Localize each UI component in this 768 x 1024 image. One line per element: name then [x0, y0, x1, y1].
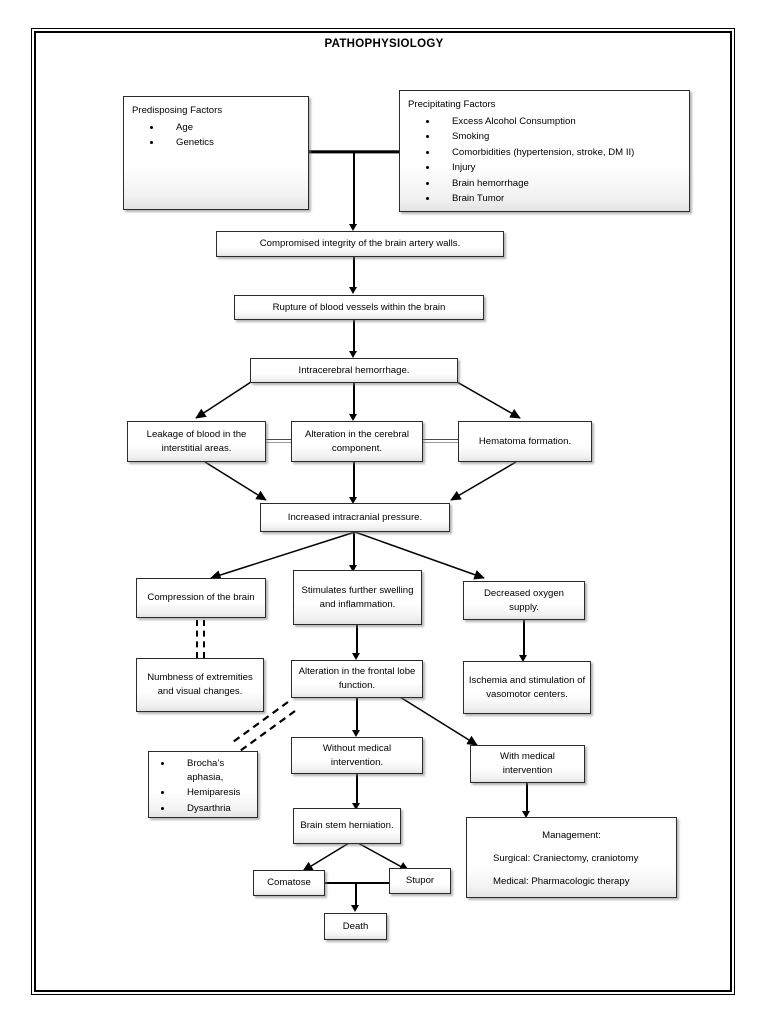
page-border-frame [31, 28, 735, 995]
arrowhead-to-hemorrhage [349, 351, 357, 358]
arrowhead-to-herniation [352, 803, 360, 810]
edge-comatose-stupor-link [325, 882, 389, 884]
edge-leakage-alteration-link [266, 439, 292, 443]
arrowhead-to-compromised [349, 224, 357, 231]
edge-rupture-to-hemorrhage [353, 320, 355, 354]
node-comatose: Comatose [253, 870, 325, 896]
node-label: Comatose [267, 877, 311, 889]
node-label: Stupor [405, 875, 435, 887]
node-label: Compression of the brain [147, 592, 255, 604]
edge-icp-to-stimulates [353, 532, 355, 569]
edge-hemorrhage-to-alteration [353, 383, 355, 418]
edge-oxygen-to-ischemia [523, 620, 525, 659]
node-stupor: Stupor [389, 868, 451, 894]
arrowhead-to-icp [349, 497, 357, 504]
node-label: Increased intracranial pressure. [287, 511, 423, 523]
node-label: Compromised integrity of the brain arter… [259, 238, 461, 250]
node-label: Alteration in the frontal lobe function. [298, 666, 416, 691]
arrowhead-to-alteration-cerebral [349, 414, 357, 421]
node-death: Death [324, 913, 387, 940]
management-surgical: Surgical: Craniectomy, craniotomy [493, 852, 639, 864]
list-item: Injury [438, 161, 681, 175]
node-increased-icp: Increased intracranial pressure. [260, 503, 450, 532]
management-medical: Medical: Pharmacologic therapy [493, 875, 630, 887]
page-title: PATHOPHYSIOLOGY [324, 38, 444, 50]
management-heading: Management: [542, 830, 601, 841]
node-label: Death [342, 920, 369, 932]
node-label: Leakage of blood in the interstitial are… [146, 428, 247, 454]
edge-compression-to-numbness-b [203, 620, 205, 658]
node-label: Ischemia and stimulation of vasomotor ce… [468, 674, 586, 700]
node-compression-of-brain: Compression of the brain [136, 578, 266, 618]
edge-compromised-to-rupture [353, 257, 355, 289]
list-item: Hemiparesis [173, 786, 253, 800]
node-with-medical-intervention: With medical intervention [470, 745, 585, 783]
edge-stimulates-to-frontal [356, 625, 358, 657]
list-item: Dysarthria [173, 802, 253, 816]
precipitating-list: Excess Alcohol Consumption Smoking Comor… [408, 115, 681, 206]
node-symptoms-list: Brocha’s aphasia, Hemiparesis Dysarthria [148, 751, 258, 818]
node-decreased-oxygen: Decreased oxygen supply. [463, 581, 585, 620]
list-item: Age [162, 121, 300, 135]
node-label: With medical intervention [500, 751, 555, 776]
edge-with-to-management [526, 783, 528, 815]
node-label: Brain stem herniation. [300, 820, 394, 832]
page-border-frame-inner [34, 31, 732, 992]
list-item: Brain hemorrhage [438, 177, 681, 191]
edge-to-death [355, 882, 357, 908]
predisposing-title: Predisposing Factors [132, 105, 223, 116]
list-item: Brain Tumor [438, 192, 681, 206]
list-item: Comorbidities (hypertension, stroke, DM … [438, 146, 681, 160]
list-item: Genetics [162, 136, 300, 150]
symptoms-list: Brocha’s aphasia, Hemiparesis Dysarthria [153, 757, 253, 816]
list-item: Excess Alcohol Consumption [438, 115, 681, 129]
node-label: Rupture of blood vessels within the brai… [272, 301, 446, 313]
node-label: Hematoma formation. [478, 435, 572, 447]
predisposing-list: Age Genetics [132, 121, 300, 150]
edge-without-to-herniation [356, 774, 358, 807]
arrowhead-to-death [351, 905, 359, 912]
node-predisposing-factors: Predisposing Factors Age Genetics [123, 96, 309, 210]
edge-compression-to-numbness-a [196, 620, 198, 658]
arrowhead-to-management [522, 811, 530, 818]
node-rupture: Rupture of blood vessels within the brai… [234, 295, 484, 320]
node-alteration-cerebral: Alteration in the cerebral component. [291, 421, 423, 462]
node-without-medical-intervention: Without medical intervention. [291, 737, 423, 774]
node-stimulates-swelling: Stimulates further swelling and inflamma… [293, 570, 422, 625]
precipitating-title: Precipitating Factors [408, 99, 496, 110]
node-compromised-integrity: Compromised integrity of the brain arter… [216, 231, 504, 257]
node-leakage: Leakage of blood in the interstitial are… [127, 421, 266, 462]
list-item: Brocha’s aphasia, [173, 757, 253, 785]
edge-alteration-hematoma-link [423, 439, 459, 443]
node-intracerebral-hemorrhage: Intracerebral hemorrhage. [250, 358, 458, 383]
edge-factors-down [353, 152, 355, 226]
node-alteration-frontal: Alteration in the frontal lobe function. [291, 660, 423, 698]
list-item: Smoking [438, 130, 681, 144]
node-precipitating-factors: Precipitating Factors Excess Alcohol Con… [399, 90, 690, 212]
arrowhead-to-without-intervention [352, 730, 360, 737]
node-numbness: Numbness of extremities and visual chang… [136, 658, 264, 712]
node-label: Without medical intervention. [322, 742, 392, 768]
node-label: Decreased oxygen supply. [484, 587, 564, 613]
edge-alteration-to-icp [353, 462, 355, 500]
node-label: Alteration in the cerebral component. [305, 428, 409, 454]
node-label: Intracerebral hemorrhage. [298, 364, 410, 376]
node-management: Management: Surgical: Craniectomy, crani… [466, 817, 677, 898]
node-hematoma: Hematoma formation. [458, 421, 592, 462]
node-ischemia: Ischemia and stimulation of vasomotor ce… [463, 661, 591, 714]
arrowhead-to-frontal [352, 653, 360, 660]
node-label: Stimulates further swelling and inflamma… [301, 584, 414, 610]
arrowhead-to-ischemia [519, 655, 527, 662]
node-label: Numbness of extremities and visual chang… [147, 672, 253, 697]
arrowhead-to-rupture [349, 287, 357, 294]
edge-frontal-to-without-intervention [356, 698, 358, 733]
node-brain-stem-herniation: Brain stem herniation. [293, 808, 401, 844]
